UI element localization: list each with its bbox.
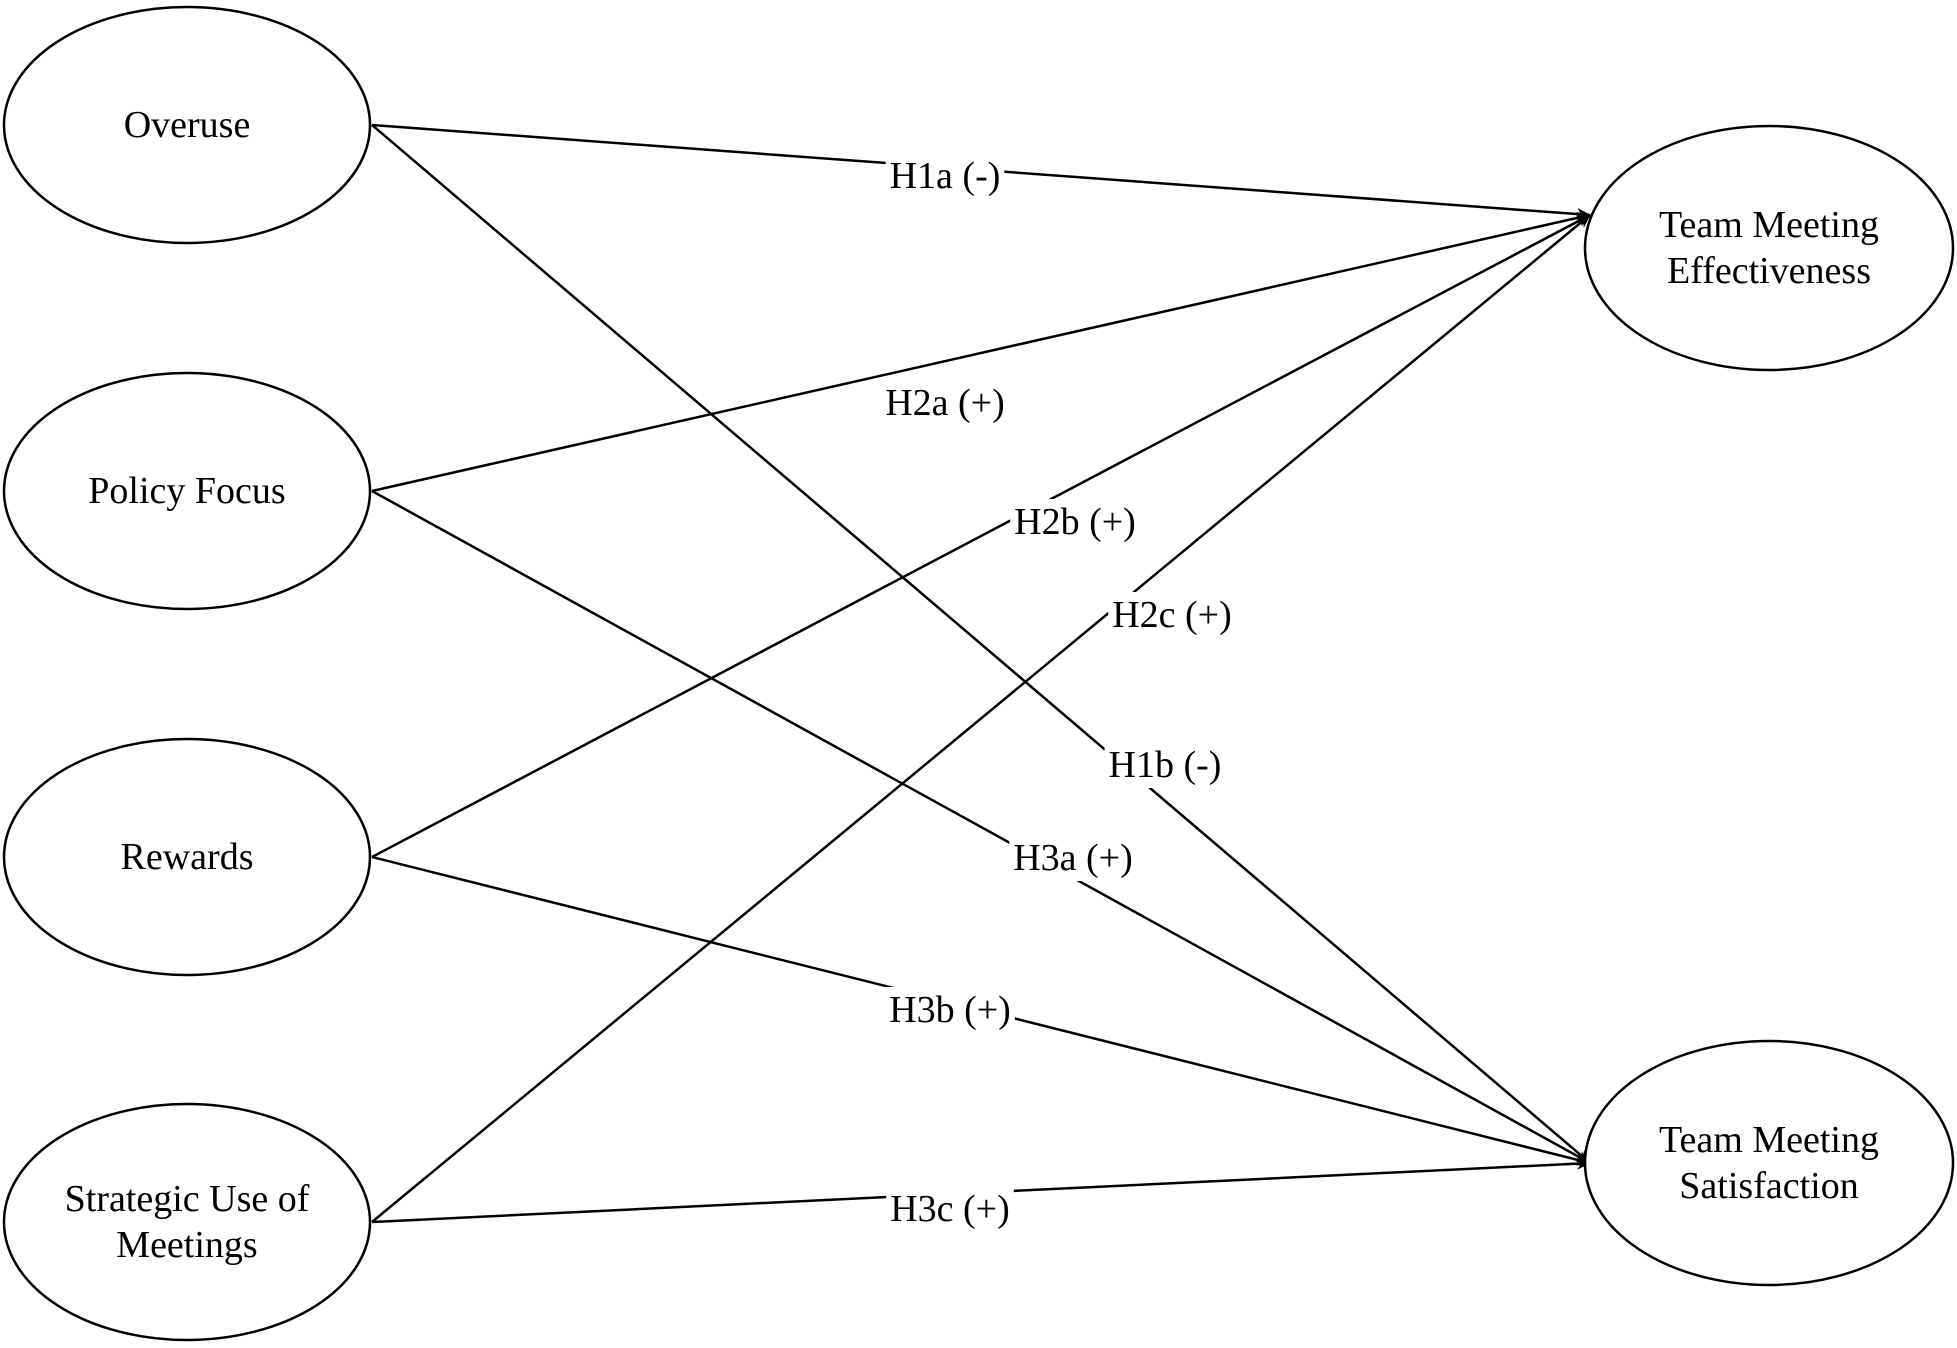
edge-label-h3b: H3b (+) (889, 989, 1011, 1031)
edge-label-h2a-group: H2a (+) (881, 380, 1009, 426)
edge-label-background (881, 380, 1009, 426)
rewards-ellipse (2, 737, 372, 977)
edge-label-background (885, 987, 1015, 1033)
edge-label-h2a: H2a (+) (885, 382, 1005, 424)
edge-label-h1a: H1a (-) (890, 155, 1001, 197)
edge-label-h2c-group: H2c (+) (1108, 592, 1236, 638)
edge-label-background (886, 1186, 1014, 1232)
team-meeting-satisfaction-label-line-1: Team Meeting (1659, 1119, 1879, 1161)
team-meeting-effectiveness-ellipse (1583, 124, 1955, 372)
edge-label-h1b-group: H1b (-) (1104, 742, 1226, 788)
edge-label-background (1104, 742, 1226, 788)
strategic-use-label-line-1: Strategic Use of (65, 1178, 310, 1220)
edge-label-h2c: H2c (+) (1112, 594, 1232, 636)
strategic-use-ellipse (2, 1102, 372, 1342)
overuse-label-line-1: Overuse (124, 104, 251, 146)
edge-h1b-arrow (371, 124, 1591, 1164)
rewards-label-line-1: Rewards (121, 836, 254, 878)
edge-label-h3a: H3a (+) (1013, 837, 1133, 879)
team-meeting-satisfaction-label-line-2: Satisfaction (1679, 1165, 1858, 1207)
edge-label-h3c-group: H3c (+) (886, 1186, 1014, 1232)
edge-h3a-arrow (371, 489, 1591, 1165)
edge-label-background (885, 153, 1005, 199)
edge-h2a-arrow (371, 212, 1591, 493)
edge-label-background (1009, 835, 1137, 881)
edge-h2b-arrow (371, 213, 1591, 859)
edge-h2c-arrow (371, 214, 1591, 1223)
team-meeting-satisfaction-ellipse (1583, 1039, 1955, 1287)
strategic-use-label-line-2: Meetings (116, 1224, 257, 1266)
overuse-ellipse (2, 5, 372, 245)
rewards-node: Rewards (2, 737, 372, 977)
team-meeting-effectiveness-label-line-2: Effectiveness (1667, 250, 1871, 292)
edge-label-h1a-group: H1a (-) (885, 153, 1005, 199)
policy-focus-label-line-1: Policy Focus (88, 470, 285, 512)
edge-label-h2b: H2b (+) (1014, 501, 1136, 543)
policy-focus-ellipse (2, 371, 372, 611)
edge-label-h3b-group: H3b (+) (885, 987, 1015, 1033)
edge-label-h3c: H3c (+) (890, 1188, 1010, 1230)
edge-label-h1b: H1b (-) (1109, 744, 1222, 786)
overuse-node: Overuse (2, 5, 372, 245)
policy-focus-node: Policy Focus (2, 371, 372, 611)
team-meeting-effectiveness-label-line-1: Team Meeting (1659, 204, 1879, 246)
edge-label-background (1010, 499, 1140, 545)
edge-label-h3a-group: H3a (+) (1009, 835, 1137, 881)
edge-label-background (1108, 592, 1236, 638)
edge-label-h2b-group: H2b (+) (1010, 499, 1140, 545)
